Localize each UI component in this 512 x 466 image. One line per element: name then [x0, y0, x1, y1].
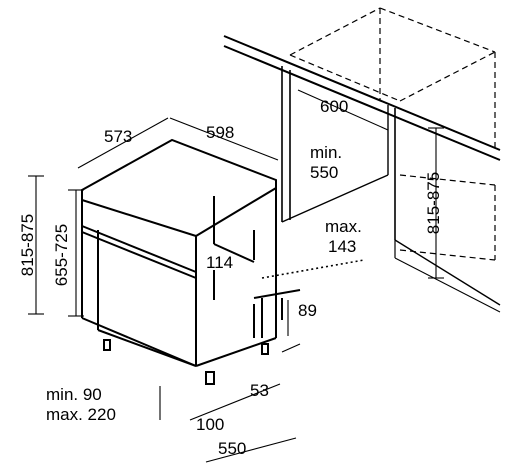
dimension-lines	[28, 89, 444, 463]
label-815-875-right: 815-875	[424, 171, 443, 235]
niche-cabinet	[223, 7, 501, 313]
label-100: 100	[196, 415, 225, 434]
label-815-875-left: 815-875	[18, 213, 37, 277]
label-114: 114	[206, 253, 234, 272]
max-143-leader	[261, 259, 365, 279]
label-89: 89	[298, 301, 317, 320]
label-min-90: min. 90	[46, 385, 102, 404]
label-550-bottom: 550	[218, 439, 247, 458]
label-max-143-line2: 143	[328, 237, 357, 256]
label-min-550-line1: min.	[310, 143, 343, 162]
label-573: 573	[104, 127, 133, 146]
dishwasher-body	[81, 138, 301, 385]
label-min-550-line2: 550	[310, 163, 339, 182]
label-600: 600	[320, 97, 349, 116]
label-53: 53	[250, 381, 269, 400]
label-max-143-line1: max.	[325, 217, 362, 236]
label-598: 598	[206, 123, 235, 142]
label-max-220: max. 220	[46, 405, 116, 424]
label-655-725: 655-725	[52, 223, 71, 287]
